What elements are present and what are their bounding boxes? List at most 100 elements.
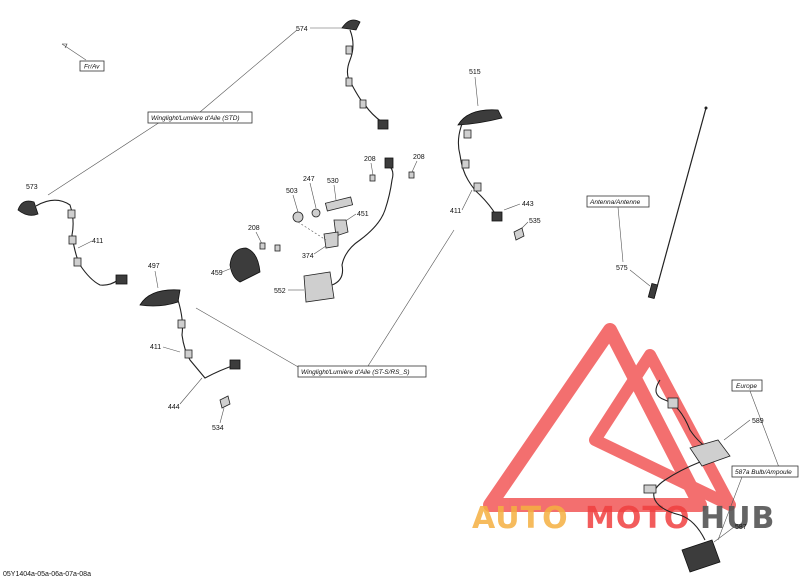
leader-411-b [162,346,181,353]
horn-459 [229,247,261,283]
part-number-443: 443 [522,201,534,208]
part-number-411-b: 411 [150,344,161,351]
part-number-573: 573 [26,184,38,191]
winglight-sts-label: Winglight/Lumière d'Aile (ST-S/RS_S) [301,369,410,376]
assembly-axis-line [297,221,327,241]
part-number-515: 515 [469,69,481,76]
bulb-socket [643,484,657,494]
leader-247 [309,182,317,209]
winglight-top-part [341,19,361,31]
leader-444 [179,377,203,405]
diagram-reference-code: 05Y1404a-05a-06a-07a-08a [3,571,91,578]
module-552 [303,271,335,303]
leader-std-574 [199,29,298,113]
screw-208 [259,242,266,250]
leader-sts-515 [367,229,455,367]
part-number-534: 534 [212,425,224,432]
bulb-label: 587a Bulb/Ampoule [735,469,792,476]
antenna-base [647,282,659,300]
fr-av-label-box [79,60,105,72]
leader-459 [221,267,233,273]
winglight-sts-label-box [297,365,427,378]
part-number-208-a: 208 [248,225,260,232]
winglight-left-part [17,200,39,216]
connector-574 [377,119,389,130]
fr-av-label: Fr/Av [84,64,100,71]
wire-clip [463,129,472,139]
wire-clip [345,77,353,87]
wire-clip [184,349,193,359]
wire-clip [461,159,470,169]
europe-label: Europe [736,383,757,390]
connector-208 [384,157,394,169]
wire-clip [73,257,82,267]
leader-575 [629,269,651,287]
part-number-411-a: 411 [92,238,103,245]
wire-clip [345,45,353,55]
part-number-552: 552 [274,288,286,295]
part-number-459: 459 [211,270,223,277]
connector-515 [491,211,503,222]
part-number-530: 530 [327,178,339,185]
winglight-right-wire [457,123,497,216]
leader-sts-497 [195,307,301,369]
part-number-503: 503 [286,188,298,195]
leader-208-b [370,162,374,176]
wire-clip [177,319,186,329]
part-number-535: 535 [529,218,541,225]
leader-530 [333,184,337,201]
part-number-451: 451 [357,211,369,218]
part-number-574: 574 [296,26,308,33]
part-number-374: 374 [302,253,314,260]
leader-503 [292,194,299,213]
leader-587 [713,526,735,543]
winglight-std-label-box [147,111,253,124]
part-number-247: 247 [303,176,315,183]
winglight-lower-wire [177,299,236,379]
label-sticker-530 [324,196,354,212]
part-number-411-c: 411 [450,208,461,215]
watermark-text-auto: AUTO [472,501,569,536]
winglight-std-label: Winglight/Lumière d'Aile (STD) [151,115,240,122]
clip-535 [513,227,525,241]
leader-515 [474,76,479,107]
antenna-label: Antenna/Antenne [589,199,641,206]
connector-573 [115,274,128,285]
clip-534 [219,395,231,409]
part-number-587: 587 [735,524,747,531]
wire-clip [68,235,77,245]
europe-label-box [731,379,763,392]
antenna-tip [704,106,708,110]
leader-374 [313,245,327,255]
grommet-247 [311,208,321,218]
screw-208 [274,244,281,252]
watermark-text-hub: HUB [700,501,775,536]
part-number-208-c: 208 [413,154,425,161]
bulb-label-box [731,465,799,478]
watermark-logo [483,323,736,512]
nut-503 [292,211,304,223]
screw-208 [369,174,376,182]
leader-antenna [617,206,624,263]
part-number-497: 497 [148,263,160,270]
leader-443 [503,203,521,211]
europe-connector [667,397,679,409]
leader-std-573 [47,121,161,196]
wire-clip [67,209,76,219]
watermark-triangle-large [483,323,707,512]
part-number-208-b: 208 [364,156,376,163]
winglight-right-part [457,109,503,126]
europe-light-589 [689,439,731,467]
part-number-589: 589 [752,418,764,425]
watermark-text-moto: MOTO [585,501,690,536]
wire-clip [359,99,367,109]
leader-497 [154,270,159,289]
switch-374 [323,231,339,249]
winglight-lower-part [139,289,181,307]
leader-208-a [255,231,263,245]
winglight-left-wire [35,199,119,286]
leader-534 [219,407,225,424]
connector-497 [229,359,241,370]
